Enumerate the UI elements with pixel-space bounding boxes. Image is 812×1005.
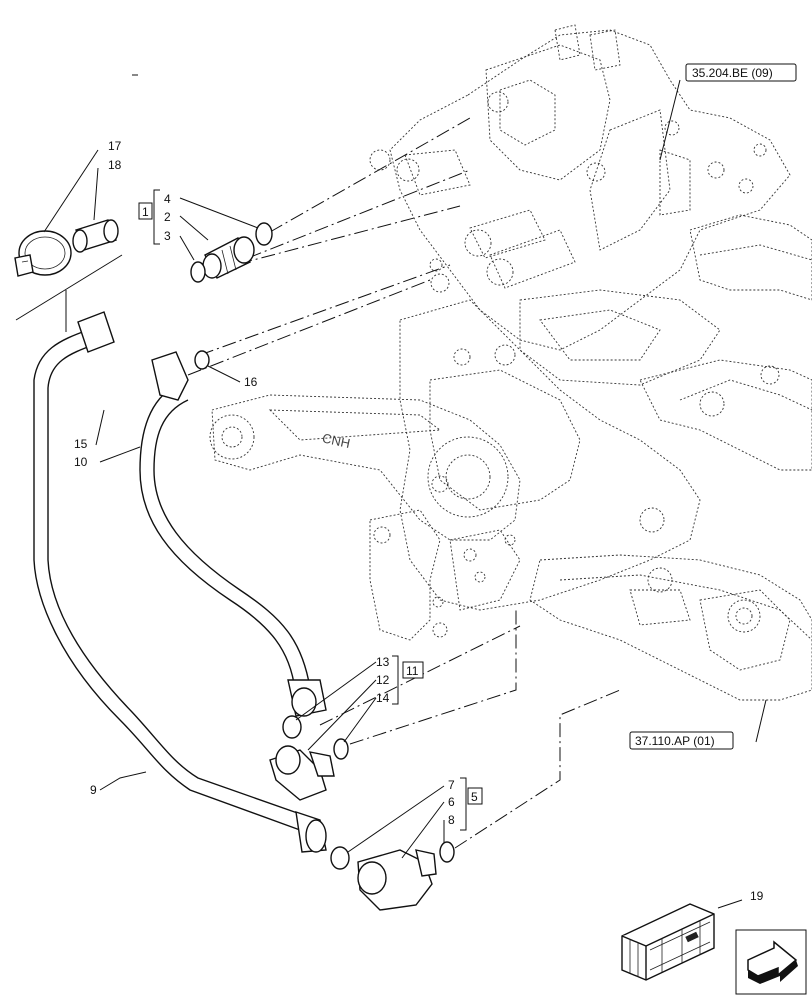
callout-17: 17 — [108, 139, 122, 153]
callout-15: 15 — [74, 437, 88, 451]
callout-2: 2 — [164, 210, 171, 224]
assembly-leaders — [187, 117, 621, 849]
sleeve — [72, 219, 119, 253]
reference-boxes: 35.204.BE (09) 37.110.AP (01) — [629, 63, 797, 750]
pipe-10 — [139, 351, 327, 717]
callout-7: 7 — [448, 778, 455, 792]
valve-reference: 35.204.BE (09) — [692, 66, 773, 80]
callout-4: 4 — [164, 192, 171, 206]
package-crate-icon — [621, 903, 715, 981]
hose-clamp — [14, 230, 72, 277]
callout-12: 12 — [376, 673, 390, 687]
callout-labels: 17 18 4 2 3 16 15 10 9 13 12 14 7 6 8 19 — [74, 139, 764, 903]
o-ring-7 — [330, 846, 350, 870]
o-ring-13 — [282, 715, 302, 739]
steering-arm: CNH — [209, 394, 521, 541]
arrow-next-page-icon[interactable] — [735, 929, 807, 995]
kit-brackets — [153, 189, 467, 831]
callout-8: 8 — [448, 813, 455, 827]
o-ring-4 — [255, 222, 273, 246]
callout-18: 18 — [108, 158, 122, 172]
callout-3: 3 — [164, 229, 171, 243]
callout-14: 14 — [376, 691, 390, 705]
o-ring-3 — [190, 261, 206, 283]
callout-19: 19 — [750, 889, 764, 903]
callout-6: 6 — [448, 795, 455, 809]
pipe-9 — [33, 311, 327, 853]
callout-9: 9 — [90, 783, 97, 797]
tractor-assembly-ghost — [369, 24, 812, 701]
elbow-fitting-6 — [357, 849, 437, 911]
callout-13: 13 — [376, 655, 390, 669]
kit-5-label: 5 — [471, 790, 478, 804]
o-ring-14 — [333, 738, 349, 760]
callout-10: 10 — [74, 455, 88, 469]
elbow-fitting-12 — [269, 745, 335, 801]
adapter-fitting — [202, 236, 255, 279]
kit-boxes: 1 11 5 — [138, 202, 483, 805]
o-ring-8 — [439, 841, 455, 863]
kit-1-label: 1 — [142, 205, 149, 219]
kit-11-label: 11 — [406, 664, 419, 678]
callout-leaders — [15, 74, 767, 909]
axle-reference: 37.110.AP (01) — [635, 734, 715, 748]
callout-16: 16 — [244, 375, 258, 389]
embossed-cnh-text: CNH — [321, 430, 352, 451]
o-ring-16 — [194, 350, 210, 370]
